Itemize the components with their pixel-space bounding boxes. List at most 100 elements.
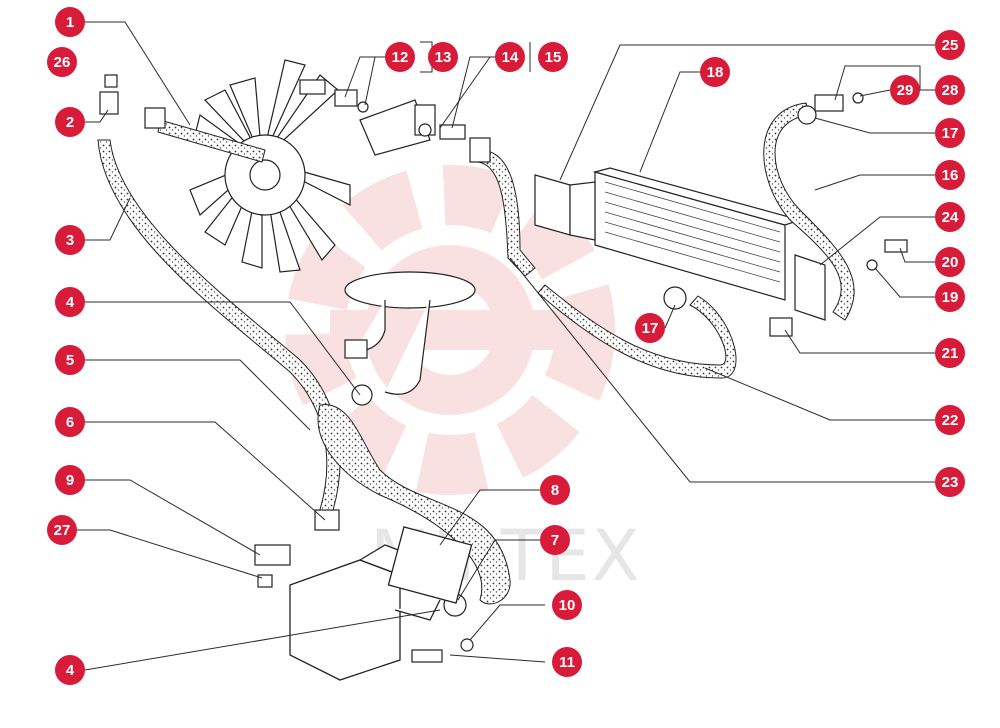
callout-badge-circle — [935, 75, 965, 105]
callout-label: 29 — [897, 82, 914, 99]
callout-c19: 19 — [935, 282, 965, 312]
plug-26 — [104, 74, 118, 88]
callout-label: 17 — [642, 320, 659, 337]
mount-plate — [344, 271, 476, 395]
callout-label: 18 — [707, 64, 724, 81]
callout-label: 25 — [942, 37, 959, 54]
callout-label: 9 — [66, 472, 74, 489]
callout-c4b: 4 — [55, 655, 85, 685]
callout-badge-circle — [700, 57, 730, 87]
callout-badge-circle — [935, 247, 965, 277]
callout-label: 24 — [942, 209, 959, 226]
callout-c27: 27 — [47, 515, 77, 545]
callout-c24: 24 — [935, 202, 965, 232]
callout-c18: 18 — [700, 57, 730, 87]
callout-badge-circle — [935, 338, 965, 368]
callout-badge-circle — [552, 647, 582, 677]
callout-label: 28 — [942, 82, 959, 99]
callout-label: 27 — [54, 522, 71, 539]
hose-16 — [763, 102, 855, 321]
callout-badge-circle — [635, 313, 665, 343]
callout-label: 16 — [942, 167, 959, 184]
callout-c6: 6 — [55, 407, 85, 437]
hose-22 — [537, 284, 737, 379]
callout-c14: 14 — [495, 42, 525, 72]
callout-label: 7 — [551, 532, 559, 549]
hose-5 — [317, 404, 511, 605]
fitting-1 — [144, 107, 166, 129]
callout-badge-circle — [55, 225, 85, 255]
plug-27 — [257, 574, 273, 588]
callout-c17b: 17 — [635, 313, 665, 343]
callout-c8: 8 — [540, 475, 570, 505]
fitting-12 — [334, 89, 358, 107]
callout-c25: 25 — [935, 30, 965, 60]
callout-c23: 23 — [935, 467, 965, 497]
callout-c17a: 17 — [935, 118, 965, 148]
left-bracket — [534, 174, 596, 241]
callout-badge-circle — [935, 405, 965, 435]
callout-c15: 15 — [538, 42, 568, 72]
callout-label: 8 — [551, 482, 559, 499]
fitting-15 — [469, 137, 491, 163]
callout-c21: 21 — [935, 338, 965, 368]
callout-c9: 9 — [55, 465, 85, 495]
callout-c2: 2 — [55, 107, 85, 137]
callout-badge-circle — [935, 160, 965, 190]
oring-29 — [852, 92, 864, 104]
fitting-28 — [814, 94, 844, 112]
callout-badge-circle — [935, 30, 965, 60]
callout-label: 10 — [559, 597, 576, 614]
callout-badge-circle — [538, 42, 568, 72]
callout-badge-circle — [385, 42, 415, 72]
callout-badge-circle — [890, 75, 920, 105]
callout-badge-circle — [55, 407, 85, 437]
clamp-17-top — [797, 105, 817, 125]
leader-lines — [70, 21, 935, 671]
callout-c29: 29 — [890, 75, 920, 105]
callout-label: 4 — [66, 662, 75, 679]
pipe-end — [344, 339, 368, 359]
callout-c28: 28 — [935, 75, 965, 105]
fitting-2 — [99, 91, 119, 115]
callout-badge-circle — [495, 42, 525, 72]
callout-label: 17 — [942, 125, 959, 142]
callout-label: 4 — [66, 294, 75, 311]
callout-label: 13 — [435, 49, 452, 66]
callout-c10: 10 — [552, 590, 582, 620]
main-pump — [289, 526, 473, 681]
callout-label: 1 — [66, 14, 74, 31]
callout-badge-circle — [47, 515, 77, 545]
callout-badge-circle — [552, 590, 582, 620]
callout-label: 5 — [66, 352, 74, 369]
callout-label: 12 — [392, 49, 409, 66]
callout-label: 3 — [66, 232, 74, 249]
fan-blades — [189, 59, 351, 273]
bolt-11 — [411, 649, 443, 663]
callout-badge-circle — [428, 42, 458, 72]
callout-badge-circle — [55, 465, 85, 495]
callout-badge-circle — [935, 202, 965, 232]
callout-label: 23 — [942, 474, 959, 491]
callout-badge-circle — [540, 475, 570, 505]
callout-c4a: 4 — [55, 287, 85, 317]
callout-c3: 3 — [55, 225, 85, 255]
callout-label: 11 — [559, 654, 575, 671]
callout-badge-circle — [55, 7, 85, 37]
callout-c26: 26 — [47, 47, 77, 77]
callout-c11: 11 — [552, 647, 582, 677]
fitting-6 — [314, 509, 340, 531]
callout-c13: 13 — [428, 42, 458, 72]
elbow-9 — [254, 544, 291, 566]
callout-label: 15 — [545, 49, 562, 66]
callout-label: 14 — [502, 49, 519, 66]
callout-c1: 1 — [55, 7, 85, 37]
callout-badge-circle — [55, 655, 85, 685]
washer-10 — [460, 638, 474, 652]
oring-12 — [357, 101, 369, 113]
callout-badge-circle — [540, 525, 570, 555]
callout-c16: 16 — [935, 160, 965, 190]
callout-label: 6 — [66, 414, 74, 431]
callout-c22: 22 — [935, 405, 965, 435]
